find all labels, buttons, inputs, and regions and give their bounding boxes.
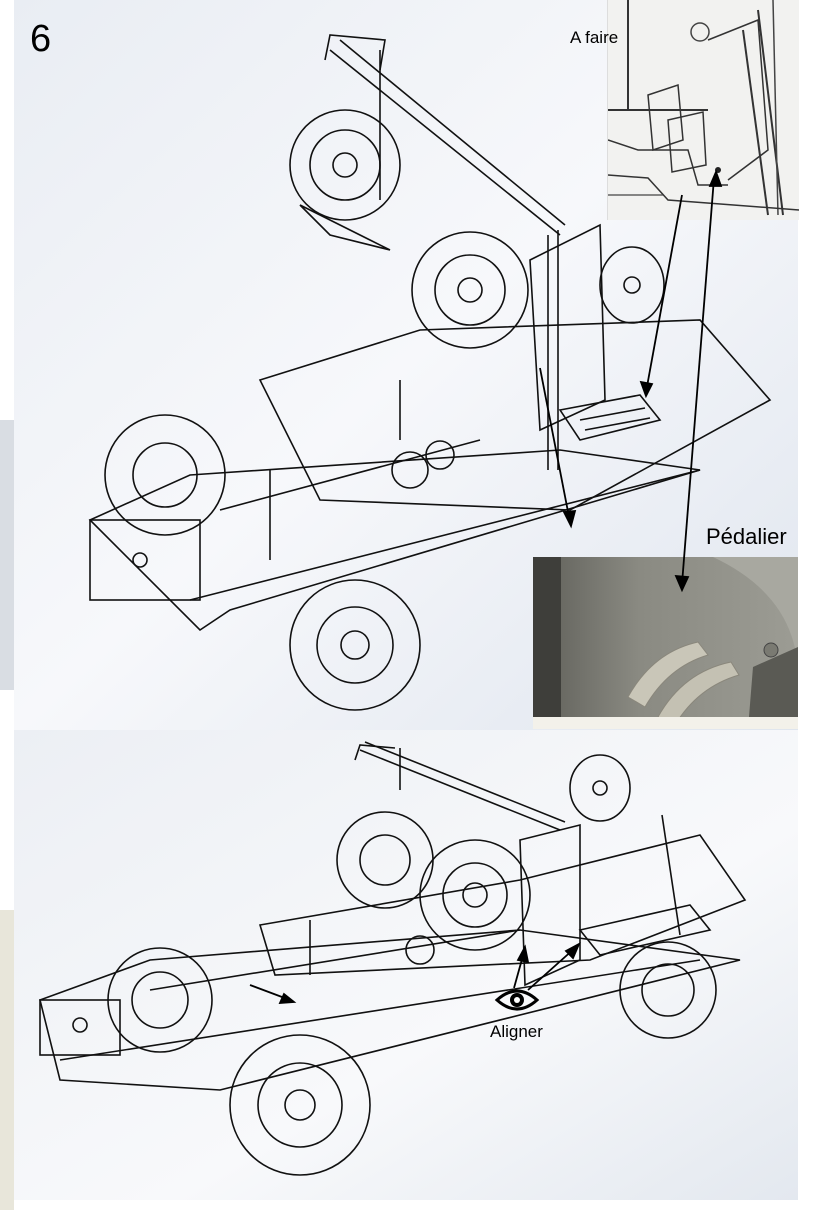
steering-wheel-top xyxy=(599,246,665,324)
top-chassis-drawing xyxy=(88,34,772,711)
arrow-photo-to-pedal-photo xyxy=(681,177,715,585)
spare-wheel-top xyxy=(289,109,401,221)
arrow-afaire-to-pedals xyxy=(645,194,683,393)
bottom-chassis-drawing xyxy=(39,741,747,1176)
arrow-aligner-right xyxy=(527,947,576,991)
front-wheel-left xyxy=(104,414,226,536)
eye-icon xyxy=(494,989,540,1011)
callout-arrows xyxy=(249,169,723,1005)
reference-photo-cockpit xyxy=(607,0,799,220)
front-wheel-right xyxy=(289,579,421,711)
front-wheel-bottom xyxy=(229,1034,371,1176)
step-number: 6 xyxy=(30,18,52,60)
pedals-photo xyxy=(533,557,798,729)
steering-wheel-bottom xyxy=(569,754,631,822)
label-a-faire: A faire xyxy=(570,28,619,47)
label-aligner: Aligner xyxy=(490,1022,543,1041)
label-pedalier: Pédalier xyxy=(706,524,787,549)
cockpit-sketch xyxy=(608,0,799,220)
reference-photo-pedals xyxy=(533,557,798,729)
arrow-panel-edge xyxy=(539,367,571,523)
